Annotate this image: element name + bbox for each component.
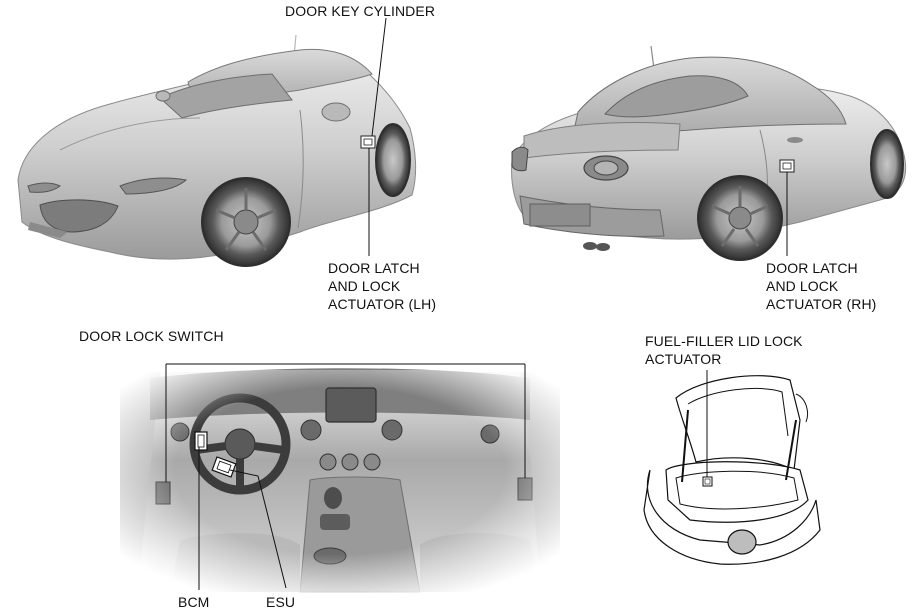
door-latch-lh-label: DOOR LATCH AND LOCK ACTUATOR (LH) (328, 259, 436, 313)
door-latch-lh-line-2: AND LOCK (328, 278, 401, 294)
rear-car-illustration (511, 45, 907, 261)
door-latch-rh-label: DOOR LATCH AND LOCK ACTUATOR (RH) (766, 259, 876, 313)
door-lock-switch-label: DOOR LOCK SWITCH (79, 328, 224, 344)
trunk-illustration (643, 375, 821, 565)
bcm-label: BCM (178, 594, 210, 610)
door-latch-rh-line-2: AND LOCK (766, 278, 839, 294)
leader-lines (165, 17, 788, 590)
door-key-cylinder-label: DOOR KEY CYLINDER (285, 3, 436, 19)
door-latch-rh-line-3: ACTUATOR (RH) (766, 296, 877, 312)
fuel-filler-line-2: ACTUATOR (645, 351, 722, 367)
door-latch-lh-line-3: ACTUATOR (LH) (328, 296, 437, 312)
front-car-illustration (17, 34, 417, 267)
door-latch-lh-line-1: DOOR LATCH (328, 260, 420, 276)
fuel-filler-line-1: FUEL-FILLER LID LOCK (645, 333, 803, 349)
door-latch-rh-line-1: DOOR LATCH (766, 260, 858, 276)
fuel-filler-lid-label: FUEL-FILLER LID LOCK ACTUATOR (645, 332, 803, 368)
interior-illustration (118, 368, 562, 594)
esu-label: ESU (266, 594, 296, 610)
